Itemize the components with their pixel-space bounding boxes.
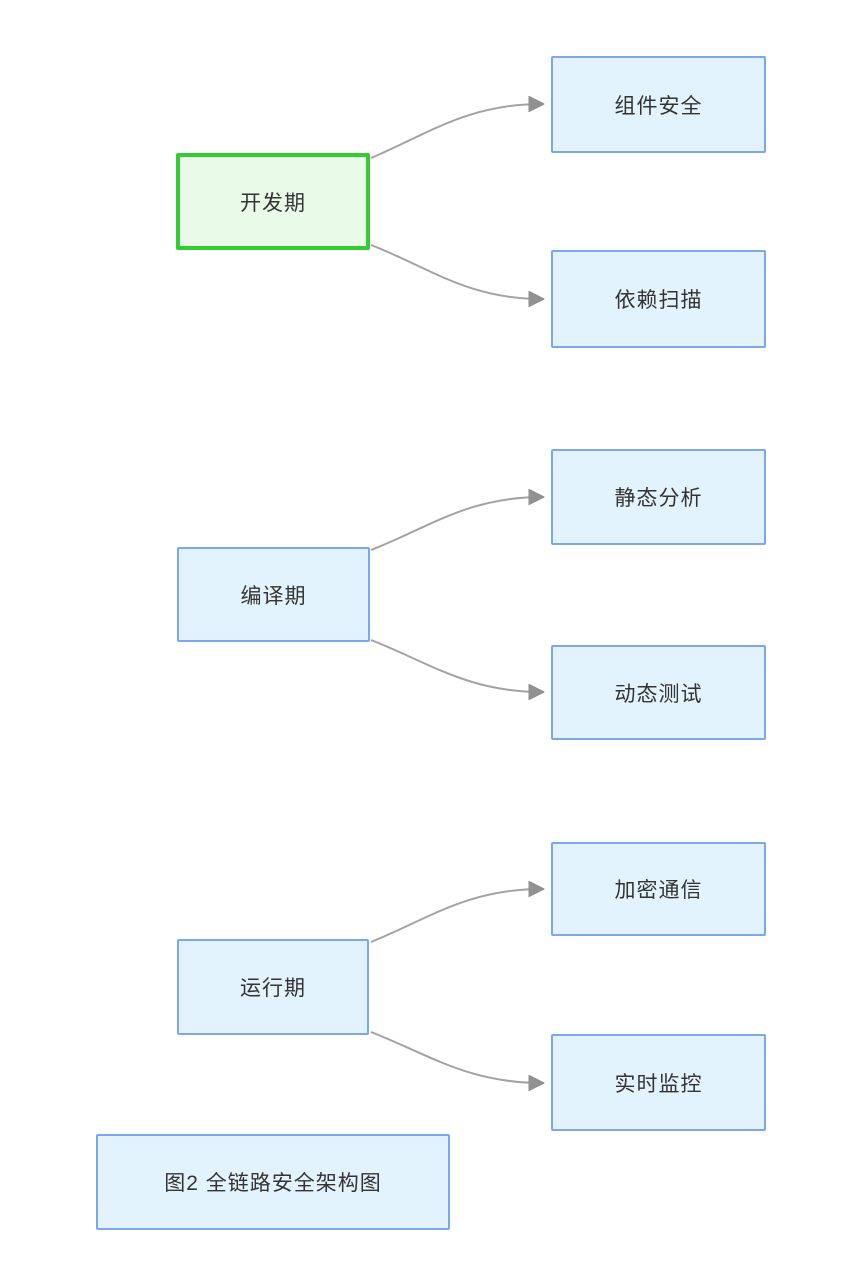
node-dynamic-test-label: 动态测试 — [614, 682, 703, 706]
node-dynamic-test: 动态测试 — [551, 645, 766, 740]
node-runtime-phase: 运行期 — [177, 939, 369, 1035]
node-compile-phase-label: 编译期 — [240, 584, 307, 608]
node-component-security-label: 组件安全 — [614, 94, 703, 118]
node-static-analysis: 静态分析 — [551, 449, 766, 545]
edge-dev-to-dependency-scan — [370, 244, 542, 299]
figure-caption-text: 图2 全链路安全架构图 — [164, 1172, 382, 1195]
edge-dev-to-component-security — [370, 104, 542, 159]
node-realtime-monitoring-label: 实时监控 — [614, 1072, 703, 1096]
node-encrypted-communication-label: 加密通信 — [614, 879, 703, 902]
node-static-analysis-label: 静态分析 — [614, 487, 703, 510]
node-dev-phase-label: 开发期 — [240, 191, 306, 215]
node-dependency-scan-label: 依赖扫描 — [614, 289, 703, 312]
edge-compile-to-dynamic-test — [370, 639, 542, 692]
edge-runtime-to-encrypted-comm — [370, 889, 542, 943]
node-realtime-monitoring: 实时监控 — [551, 1034, 766, 1131]
node-encrypted-communication: 加密通信 — [551, 842, 766, 936]
edge-compile-to-static-analysis — [370, 497, 542, 551]
figure-caption-box: 图2 全链路安全架构图 — [96, 1134, 450, 1230]
node-runtime-phase-label: 运行期 — [240, 977, 306, 1000]
node-dev-phase: 开发期 — [176, 153, 370, 250]
edge-runtime-to-realtime-monitor — [370, 1031, 542, 1083]
node-compile-phase: 编译期 — [177, 547, 370, 642]
node-dependency-scan: 依赖扫描 — [551, 250, 766, 348]
node-component-security: 组件安全 — [551, 56, 766, 153]
